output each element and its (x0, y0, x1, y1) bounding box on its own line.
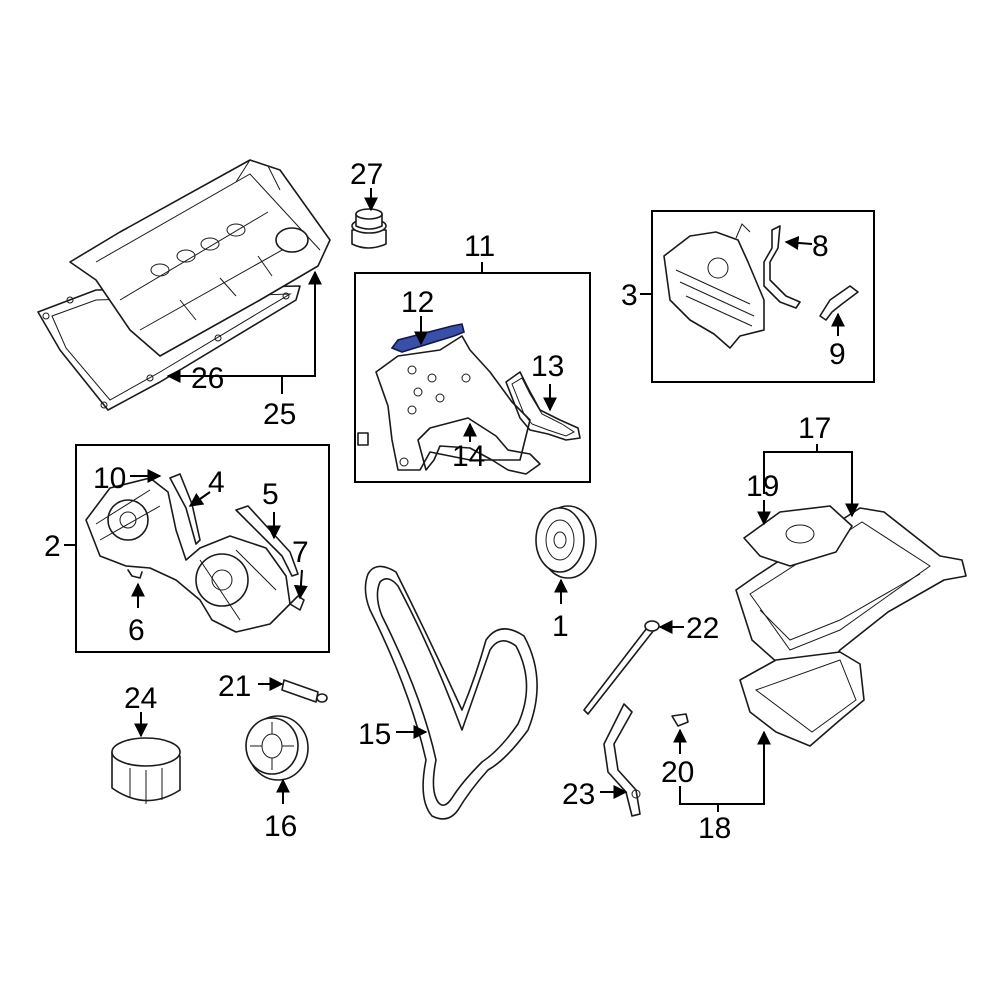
leader-17 (763, 451, 859, 518)
callout-3[interactable]: 3 (621, 279, 638, 312)
leader-4 (188, 491, 211, 507)
callout-26[interactable]: 26 (191, 362, 224, 395)
callout-21[interactable]: 21 (218, 670, 251, 703)
callout-24[interactable]: 24 (124, 682, 157, 715)
callout-9[interactable]: 9 (829, 338, 846, 371)
upper-timing-cover[interactable] (663, 223, 765, 349)
oil-filler-cap[interactable] (351, 208, 387, 249)
valve-cover[interactable] (69, 159, 331, 357)
callout-7[interactable]: 7 (292, 536, 309, 569)
group-box-2 (75, 444, 330, 653)
dipstick-tube[interactable] (603, 703, 641, 817)
oil-pan-gasket-19[interactable] (743, 505, 853, 567)
leader-18 (679, 730, 771, 805)
upper-gasket-highlighted[interactable] (390, 323, 465, 353)
callout-18[interactable]: 18 (698, 812, 731, 845)
group-box-3 (651, 210, 875, 383)
lower-timing-cover[interactable] (85, 477, 291, 633)
callout-8[interactable]: 8 (812, 230, 829, 263)
breather-hose-8[interactable] (763, 225, 801, 309)
crankshaft-sprocket[interactable] (245, 715, 309, 781)
callout-17[interactable]: 17 (798, 412, 831, 445)
timing-belt[interactable] (364, 565, 538, 820)
callout-2[interactable]: 2 (44, 530, 61, 563)
callout-6[interactable]: 6 (128, 614, 145, 647)
callout-14[interactable]: 14 (452, 440, 485, 473)
callout-5[interactable]: 5 (262, 478, 279, 511)
callout-27[interactable]: 27 (350, 158, 383, 191)
crankshaft-pulley[interactable] (535, 505, 597, 579)
callout-16[interactable]: 16 (264, 810, 297, 843)
drain-plug[interactable] (671, 713, 689, 727)
lower-oil-pan[interactable] (739, 651, 865, 747)
callout-12[interactable]: 12 (401, 286, 434, 319)
callout-25[interactable]: 25 (263, 398, 296, 431)
seal-7[interactable] (289, 595, 305, 611)
cover-gasket-13[interactable] (505, 371, 581, 441)
oil-dipstick[interactable] (583, 620, 660, 715)
callout-19[interactable]: 19 (746, 470, 779, 503)
leader-8 (784, 235, 813, 250)
leader-7 (293, 569, 308, 600)
gasket-5[interactable] (235, 505, 299, 577)
leader-25 (282, 270, 322, 377)
callout-22[interactable]: 22 (686, 612, 719, 645)
callout-23[interactable]: 23 (562, 778, 595, 811)
timing-cover-rear[interactable] (357, 335, 531, 471)
callout-13[interactable]: 13 (531, 350, 564, 383)
callout-4[interactable]: 4 (208, 466, 225, 499)
callout-15[interactable]: 15 (358, 718, 391, 751)
gasket-4[interactable] (169, 473, 201, 545)
callout-20[interactable]: 20 (661, 756, 694, 789)
callout-11[interactable]: 11 (464, 230, 495, 263)
group-box-11 (354, 272, 591, 483)
oil-filter[interactable] (111, 737, 181, 804)
callout-1[interactable]: 1 (552, 610, 569, 643)
cover-gasket-14[interactable] (417, 417, 541, 475)
dowel-pin[interactable] (281, 679, 328, 703)
seal-6[interactable] (127, 569, 143, 579)
hose-9[interactable] (819, 285, 859, 321)
callout-10[interactable]: 10 (93, 462, 126, 495)
